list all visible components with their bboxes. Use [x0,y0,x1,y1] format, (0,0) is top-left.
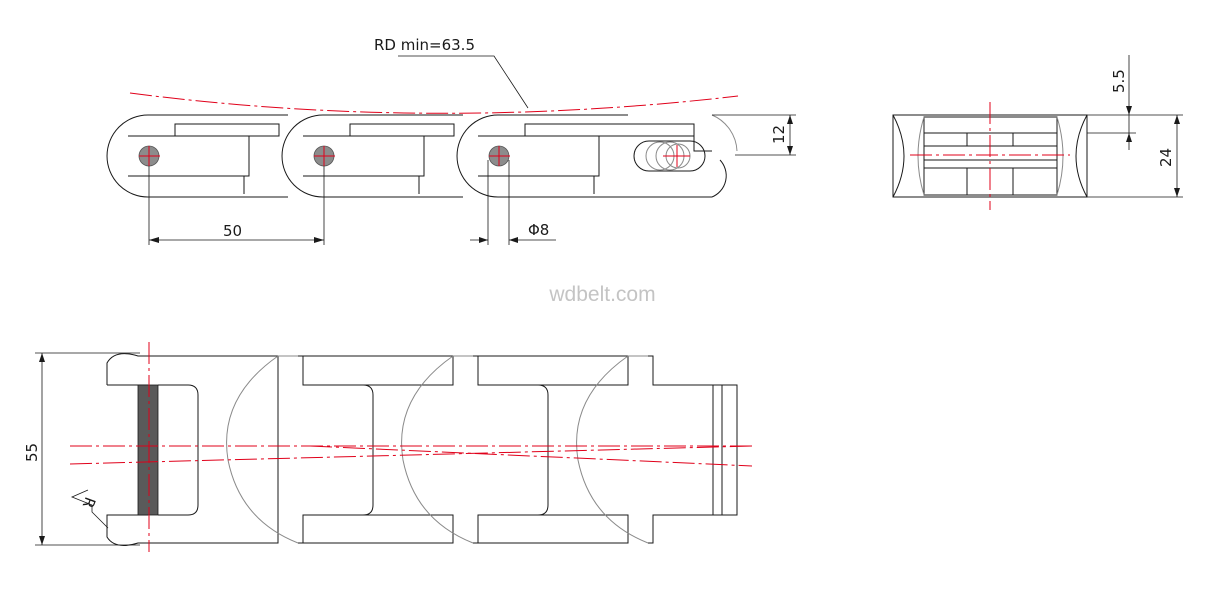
radius-label: R [79,495,99,511]
top-link-4 [576,355,738,544]
top-thickness-dimension [1087,55,1136,150]
top-link-2 [226,355,454,544]
slot-center-mark [663,145,690,167]
rd-arc [129,92,739,114]
side-height-label: 24 [1157,148,1175,167]
top-view-rotated-centerline-1 [69,445,753,465]
side-view: RD min=63.5 50 Φ8 12 [106,36,796,245]
pin-3 [488,145,510,167]
pin-diameter-dimension [470,160,556,245]
watermark: wdbelt.com [549,283,656,306]
rd-min-label: RD min=63.5 [374,36,475,54]
pitch-dimension [148,166,325,245]
plate-height-label: 12 [770,125,788,144]
end-view: 5.5 24 [892,55,1183,210]
pitch-label: 50 [223,222,242,240]
width-label: 55 [23,443,41,462]
side-height-dimension [1087,114,1183,198]
chain-link-2 [281,114,463,198]
pin-bar [137,384,159,516]
top-link-3 [401,355,629,544]
plate-height-dimension [712,114,796,156]
pin-1 [138,145,160,167]
pin-diameter-label: Φ8 [528,221,549,239]
rd-leader [398,55,529,109]
top-link-1 [106,353,279,546]
top-thickness-label: 5.5 [1110,69,1128,93]
top-view-rotated-centerline-2 [309,445,753,467]
radius-leader [70,489,109,529]
top-view: 55 R [23,342,753,552]
width-dimension [35,352,140,546]
chain-link-1 [106,114,288,198]
pin-2 [313,145,335,167]
